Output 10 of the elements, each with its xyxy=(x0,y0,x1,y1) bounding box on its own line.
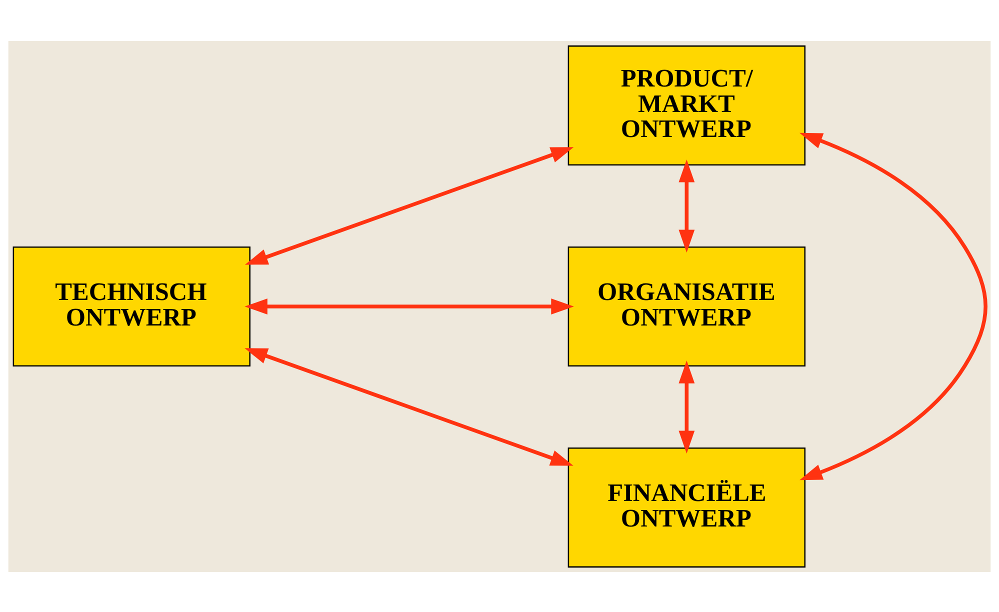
arrow xyxy=(244,348,574,466)
node-box: TECHNISCH ONTWERP xyxy=(12,246,250,366)
node-box: ORGANISATIE ONTWERP xyxy=(568,246,806,366)
arrow xyxy=(800,132,988,480)
arrow xyxy=(678,360,695,454)
arrow xyxy=(678,158,695,252)
node-box: FINANCIËLE ONTWERP xyxy=(568,446,806,568)
node-box: PRODUCT/ MARKT ONTWERP xyxy=(568,44,806,166)
arrow xyxy=(244,146,574,264)
arrow xyxy=(244,298,574,314)
